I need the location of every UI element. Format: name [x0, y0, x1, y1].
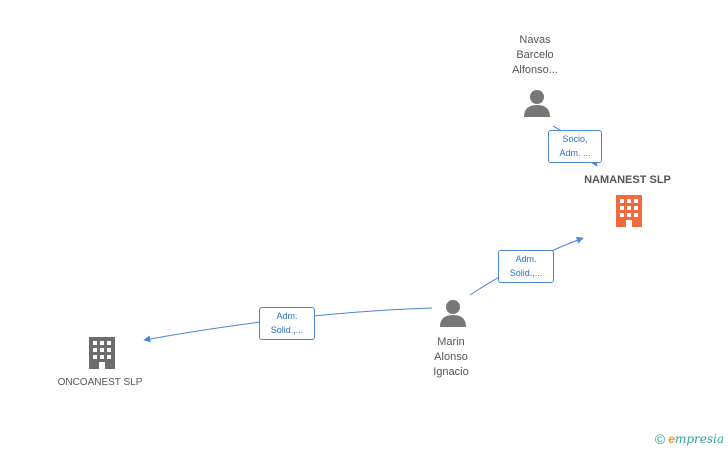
- edge-label-line: Adm. ...: [559, 148, 591, 158]
- person-name-line: Navas: [519, 34, 551, 46]
- person-name-line: Ignacio: [433, 366, 469, 378]
- edge-label-line: Socio,: [562, 134, 588, 144]
- edge-label-line: Adm.: [515, 254, 537, 264]
- edge-label-marin-namanest[interactable]: Adm. Solid.,...: [498, 250, 554, 283]
- edge-label-line: Solid.,...: [509, 268, 543, 278]
- person-name-line: Barcelo: [516, 49, 554, 61]
- person-marin-label: Marin Alonso Ignacio: [406, 335, 496, 380]
- edge-label-marin-oncoanest[interactable]: Adm. Solid.,...: [259, 307, 315, 340]
- edge-label-line: Solid.,...: [270, 325, 304, 335]
- person-name-line: Alfonso...: [512, 64, 558, 76]
- person-name-line: Alonso: [434, 351, 468, 363]
- brand-initial: e: [668, 432, 675, 446]
- building-icon[interactable]: [86, 336, 118, 370]
- edge-label-line: Adm.: [276, 311, 298, 321]
- copyright-icon: ©: [654, 431, 666, 447]
- person-icon[interactable]: [522, 88, 552, 118]
- person-navas-label: Navas Barcelo Alfonso...: [490, 33, 580, 78]
- edge-label-navas-namanest[interactable]: Socio, Adm. ...: [548, 130, 602, 163]
- person-name-line: Marin: [437, 336, 465, 348]
- company-oncoanest-label[interactable]: ONCOANEST SLP: [57, 377, 143, 388]
- company-namanest-label[interactable]: NAMANEST SLP: [584, 174, 671, 186]
- person-icon[interactable]: [438, 298, 468, 328]
- building-icon[interactable]: [613, 194, 645, 228]
- brand-name: mpresia: [674, 432, 724, 446]
